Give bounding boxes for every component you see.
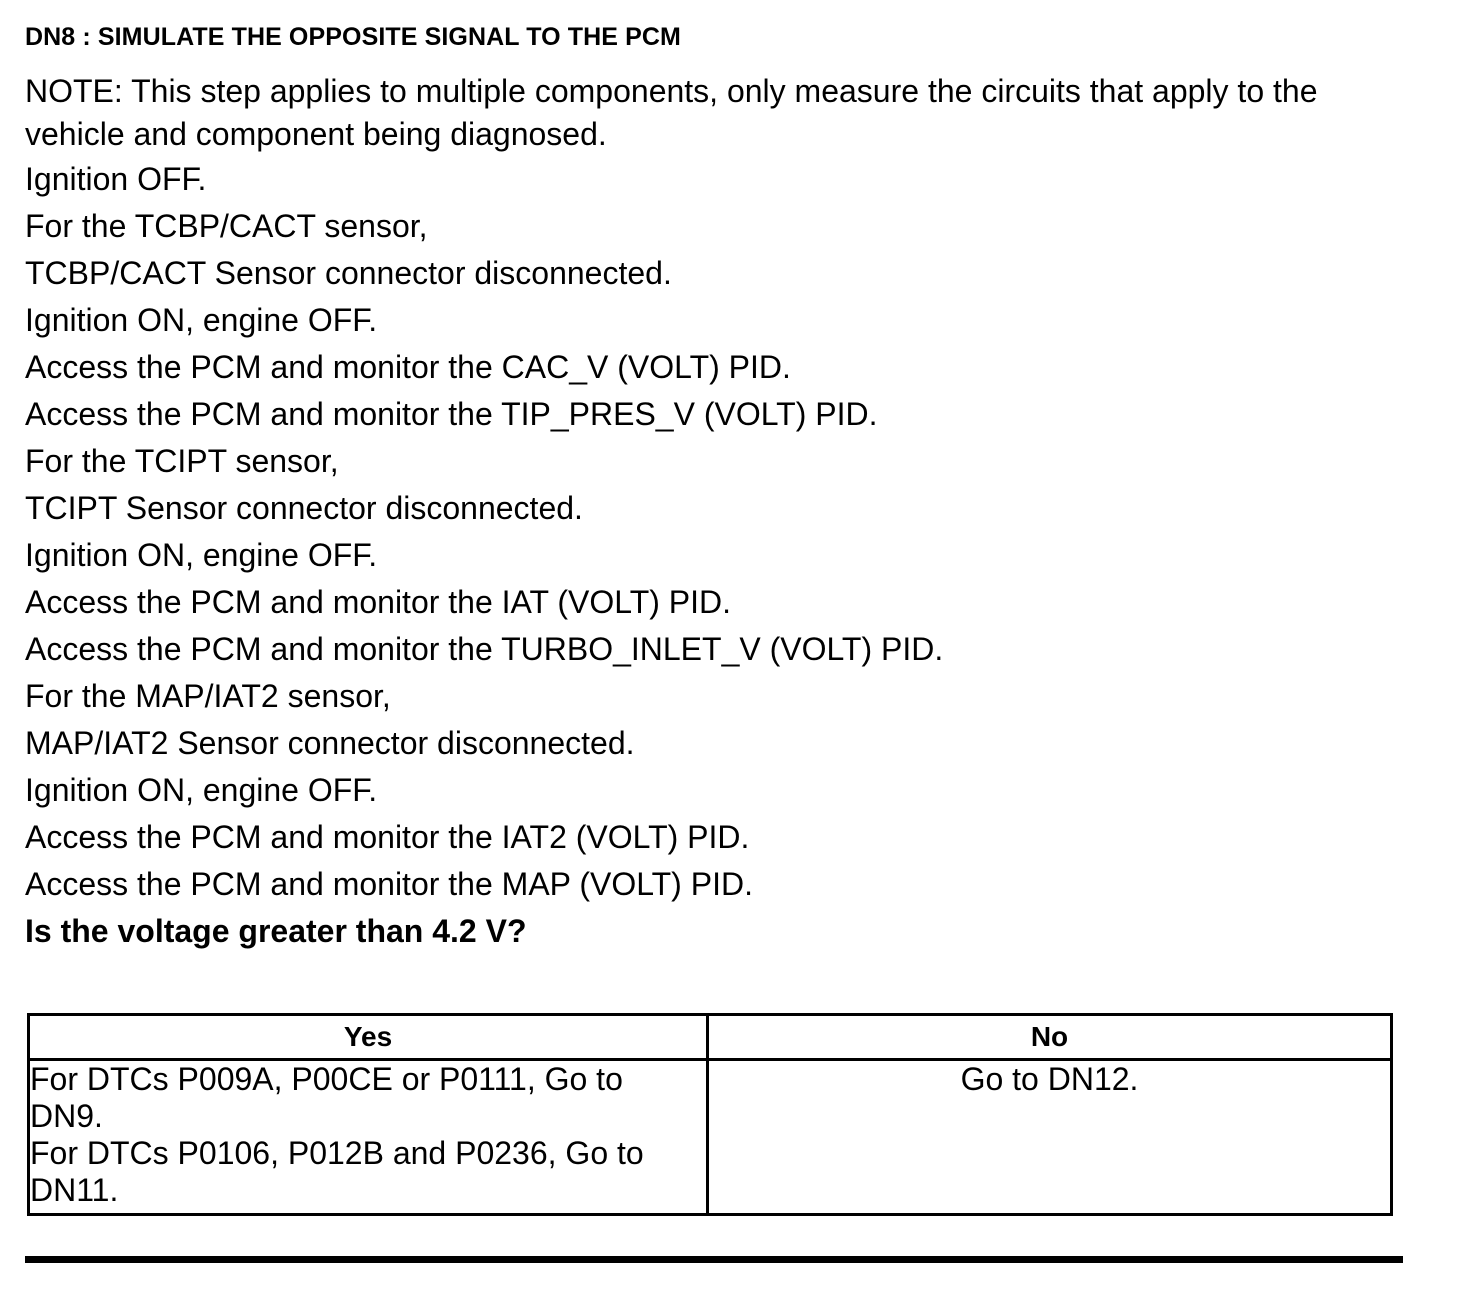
instruction-line-9: Ignition ON, engine OFF. [25, 537, 378, 573]
instruction-line-10: Access the PCM and monitor the IAT (VOLT… [25, 584, 732, 620]
decision-table: Yes No For DTCs P009A, P00CE or P0111, G… [27, 1013, 1393, 1216]
yes-cell-line-1: For DTCs P009A, P00CE or P0111, Go to [30, 1061, 623, 1097]
instruction-line-15: Access the PCM and monitor the IAT2 (VOL… [25, 819, 750, 855]
instruction-line-5: Access the PCM and monitor the CAC_V (VO… [25, 349, 791, 385]
yes-cell-line-3: For DTCs P0106, P012B and P0236, Go to [30, 1135, 644, 1171]
decision-question: Is the voltage greater than 4.2 V? [25, 913, 527, 949]
table-header-yes: Yes [27, 1013, 709, 1061]
table-header-no: No [706, 1013, 1393, 1061]
instruction-line-14: Ignition ON, engine OFF. [25, 772, 378, 808]
instruction-line-1: Ignition OFF. [25, 161, 207, 197]
yes-cell-line-4: DN11. [30, 1172, 119, 1208]
instruction-line-11: Access the PCM and monitor the TURBO_INL… [25, 631, 944, 667]
page-footer-rule [25, 1256, 1403, 1263]
instruction-line-3: TCBP/CACT Sensor connector disconnected. [25, 255, 672, 291]
instruction-line-16: Access the PCM and monitor the MAP (VOLT… [25, 866, 753, 902]
instruction-line-7: For the TCIPT sensor, [25, 443, 339, 479]
table-cell-no: Go to DN12. [706, 1058, 1393, 1216]
instruction-line-4: Ignition ON, engine OFF. [25, 302, 378, 338]
table-header-row: Yes No [27, 1013, 1393, 1061]
instruction-line-8: TCIPT Sensor connector disconnected. [25, 490, 583, 526]
instruction-line-6: Access the PCM and monitor the TIP_PRES_… [25, 396, 878, 432]
step-title: DN8 : SIMULATE THE OPPOSITE SIGNAL TO TH… [25, 23, 681, 51]
note-paragraph: NOTE: This step applies to multiple comp… [25, 73, 1318, 152]
instruction-line-12: For the MAP/IAT2 sensor, [25, 678, 391, 714]
table-cell-yes: For DTCs P009A, P00CE or P0111, Go to DN… [27, 1058, 709, 1216]
procedure-body: NOTE: This step applies to multiple comp… [25, 70, 1385, 955]
yes-cell-line-2: DN9. [30, 1098, 103, 1134]
instruction-line-2: For the TCBP/CACT sensor, [25, 208, 428, 244]
instruction-line-13: MAP/IAT2 Sensor connector disconnected. [25, 725, 635, 761]
table-row: For DTCs P009A, P00CE or P0111, Go to DN… [27, 1058, 1393, 1216]
